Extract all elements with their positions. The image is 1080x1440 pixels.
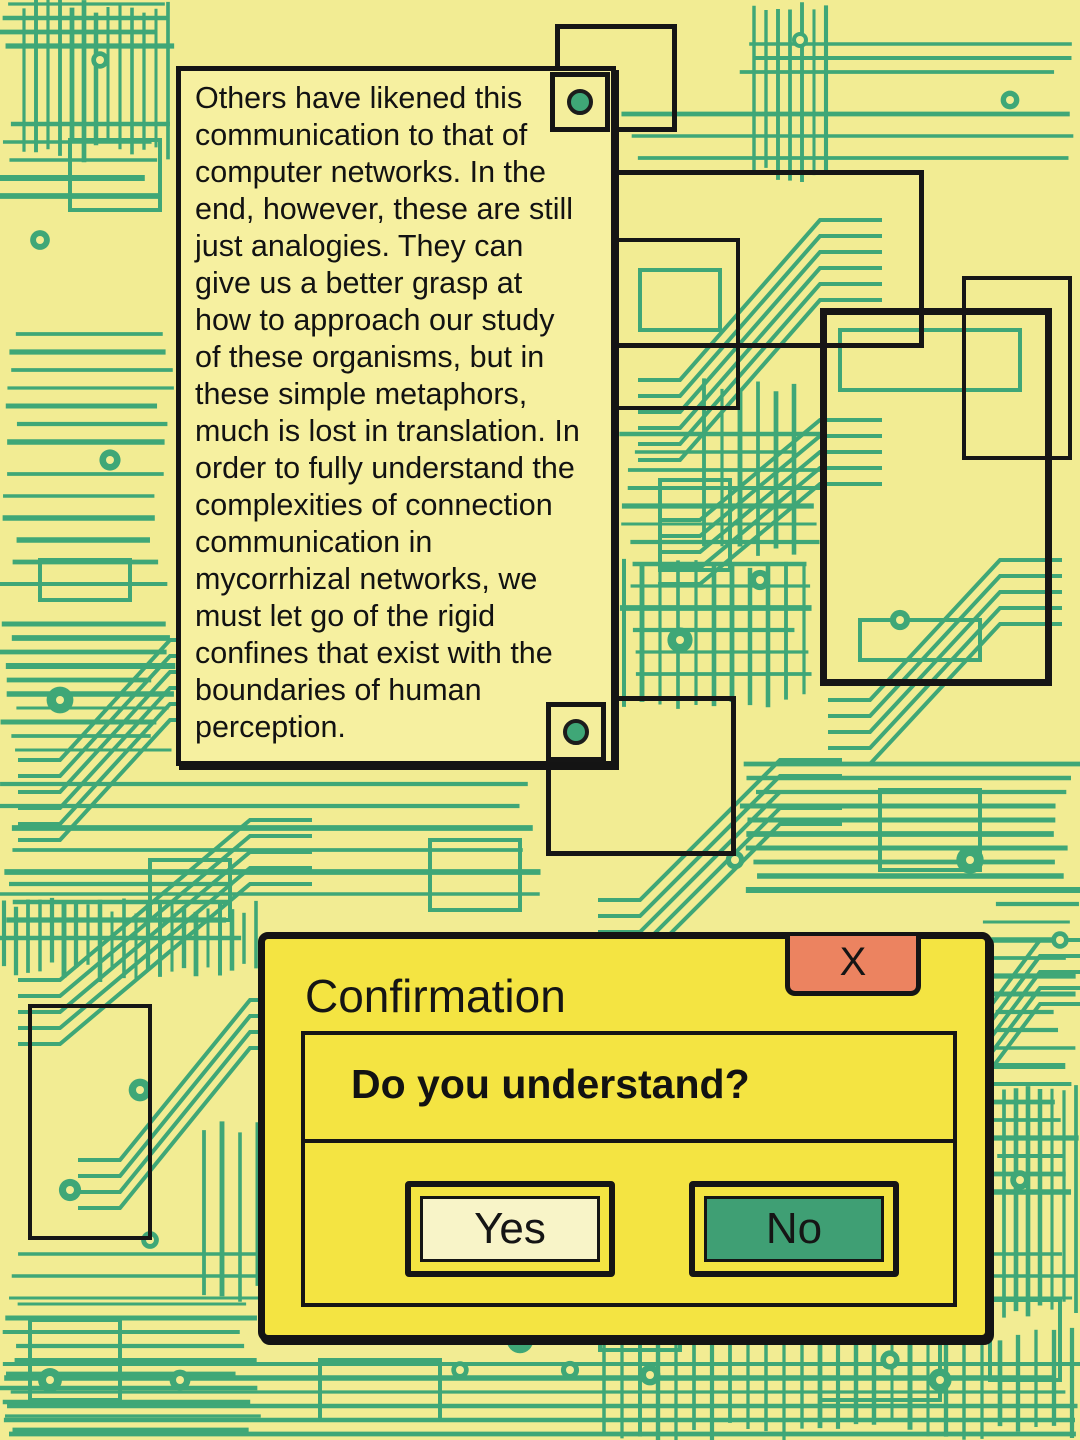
question-text: Do you understand? [351,1061,750,1107]
question-panel: Do you understand? [301,1031,957,1139]
decor-frame-right-tall [820,308,1052,686]
no-button-label: No [704,1196,884,1262]
close-button[interactable]: X [785,936,921,996]
button-panel: Yes No [301,1139,957,1307]
decor-frame-left [28,1004,152,1240]
decor-frame-bottom-mid [546,696,736,856]
text-panel [176,66,616,766]
dialog-title: Confirmation [305,970,566,1022]
yes-button[interactable]: Yes [405,1181,615,1277]
yes-button-label: Yes [420,1196,600,1262]
screw-icon [563,719,589,745]
body-text: Others have likened this communication t… [195,81,580,744]
screw-bottom-right [546,702,606,762]
screw-icon [567,89,593,115]
no-button[interactable]: No [689,1181,899,1277]
decor-frame-right-small [962,276,1072,460]
screw-top-right [550,72,610,132]
confirmation-dialog: Confirmation X Do you understand? Yes No [258,932,992,1342]
